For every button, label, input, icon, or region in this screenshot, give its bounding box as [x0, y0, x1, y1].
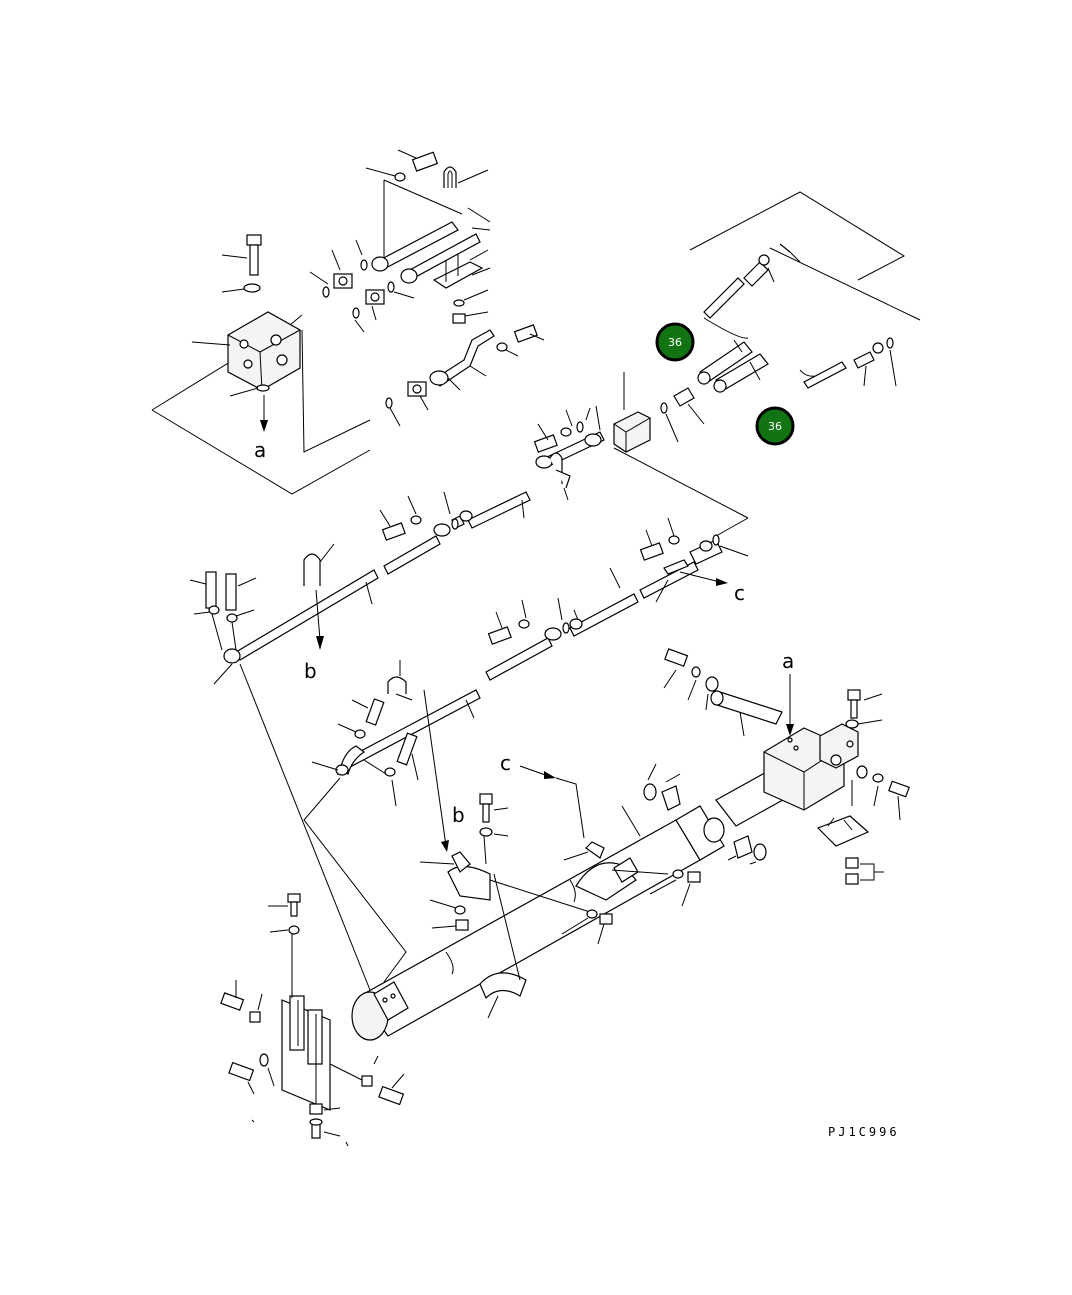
callout-label: 36 — [668, 336, 682, 349]
lower-tube-group — [311, 597, 583, 852]
callout-label: 36 — [768, 420, 782, 433]
letter-a-right: a — [782, 649, 794, 673]
callout-circle — [755, 406, 795, 446]
callout-circle — [655, 322, 695, 362]
letter-b-lower: b — [452, 803, 465, 827]
letter-c-lower: c — [500, 751, 511, 775]
upper-tube-group — [301, 149, 491, 453]
valve-assembly — [151, 234, 371, 495]
cross-leaders — [239, 663, 407, 991]
main-cylinder — [351, 648, 910, 1041]
hose-inset — [613, 191, 921, 537]
letter-a-top: a — [254, 438, 266, 462]
long-tubes — [189, 405, 749, 685]
mid-tube-group — [385, 324, 545, 427]
callout-badge-2[interactable]: 36 — [755, 406, 795, 446]
letter-c-right: c — [734, 581, 745, 605]
lower-mount — [220, 893, 405, 1147]
callout-badge-1[interactable]: 36 — [655, 322, 695, 362]
drawing-code: PJ1C996 — [828, 1125, 900, 1139]
letter-b-mid: b — [304, 659, 317, 683]
